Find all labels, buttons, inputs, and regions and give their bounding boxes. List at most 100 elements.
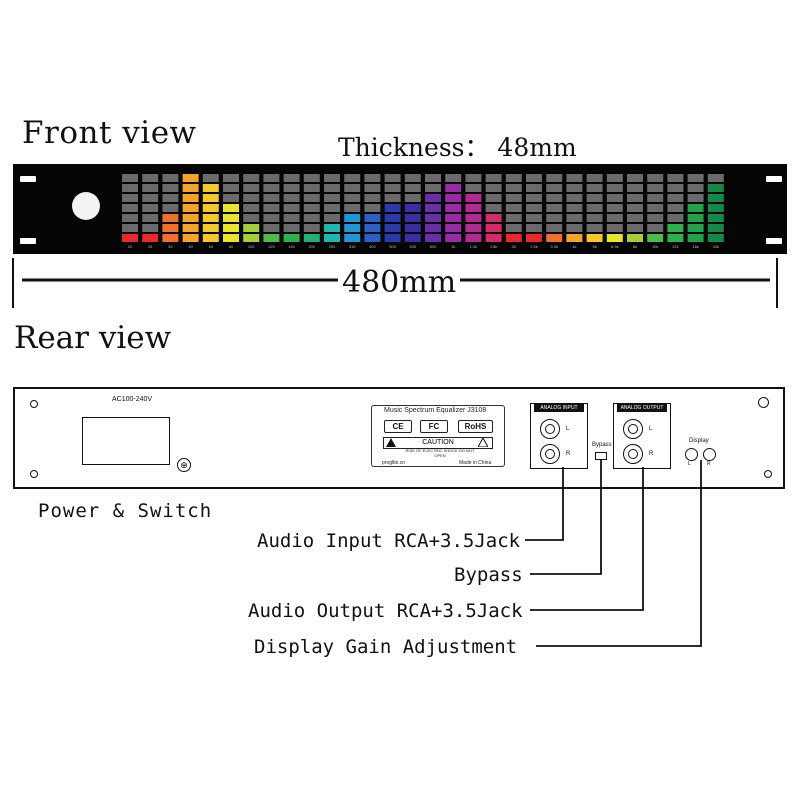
spectrum-segment [505, 184, 522, 192]
rack-slot [20, 176, 36, 182]
spectrum-segment [182, 224, 199, 232]
analog-input-block [530, 403, 588, 469]
frequency-label: 800 [429, 244, 437, 249]
spectrum-segment [344, 184, 361, 192]
spectrum-segment [505, 214, 522, 222]
spectrum-segment [182, 214, 199, 222]
spectrum-segment [142, 224, 159, 232]
input-jack-left[interactable] [540, 419, 560, 439]
spectrum-segment [243, 184, 260, 192]
spectrum-segment [505, 204, 522, 212]
spectrum-segment [647, 214, 664, 222]
frequency-label: 25 [147, 244, 153, 249]
spectrum-segment [324, 234, 340, 242]
input-jack-right[interactable] [540, 444, 560, 464]
bypass-callout: Bypass [454, 564, 523, 586]
channel-right-label: R [649, 451, 654, 457]
spectrum-display [122, 174, 724, 242]
spectrum-segment [243, 174, 260, 182]
spectrum-segment [283, 204, 300, 212]
spectrum-segment [162, 174, 179, 182]
spectrum-segment [627, 194, 643, 202]
frequency-label: 20 [127, 244, 133, 249]
analog-output-block [613, 403, 671, 469]
bypass-switch[interactable] [595, 452, 607, 460]
spectrum-segment [526, 214, 542, 222]
spectrum-segment [667, 214, 684, 222]
spectrum-segment [404, 174, 421, 182]
spectrum-segment [303, 174, 320, 182]
spectrum-segment [647, 234, 664, 242]
spectrum-segment [586, 194, 603, 202]
rack-slot [20, 238, 36, 244]
spectrum-segment [404, 214, 421, 222]
display-gain-knob-left[interactable] [685, 448, 698, 461]
spectrum-segment [606, 204, 623, 212]
fc-logo: FC [420, 420, 448, 433]
display-gain-callout: Display Gain Adjustment [254, 636, 518, 658]
spectrum-segment [667, 224, 684, 232]
spectrum-segment [344, 224, 361, 232]
spectrum-segment [122, 184, 138, 192]
spectrum-segment [586, 234, 603, 242]
frequency-label: 80 [228, 244, 234, 249]
output-jack-left[interactable] [623, 419, 643, 439]
spectrum-segment [526, 234, 542, 242]
channel-left-label: L [566, 426, 570, 432]
spectrum-segment [324, 184, 340, 192]
spectrum-segment [485, 214, 502, 222]
spectrum-segment [566, 224, 583, 232]
frequency-label: 160 [288, 244, 295, 249]
spectrum-segment [283, 214, 300, 222]
spectrum-segment [465, 214, 482, 222]
spectrum-segment [546, 234, 563, 242]
spectrum-segment [485, 194, 502, 202]
screw [30, 400, 38, 408]
spectrum-segment [485, 184, 502, 192]
spectrum-segment [303, 214, 320, 222]
spectrum-segment [566, 204, 583, 212]
output-jack-right[interactable] [623, 444, 643, 464]
spectrum-segment [687, 214, 704, 222]
front-knob [72, 192, 100, 220]
spectrum-segment [202, 204, 219, 212]
frequency-label: 5k [592, 244, 597, 249]
spectrum-segment [425, 184, 441, 192]
spectrum-segment [526, 224, 542, 232]
spectrum-segment [182, 204, 199, 212]
ac-voltage-label: AC100-240V [112, 396, 153, 403]
spectrum-segment [606, 224, 623, 232]
frequency-label: 3.2k [550, 244, 558, 249]
spectrum-segment [586, 224, 603, 232]
model-name: Music Spectrum Equalizer J3108 [384, 407, 487, 414]
spectrum-segment [283, 224, 300, 232]
spectrum-segment [465, 184, 482, 192]
website-label: proglite.cn [382, 460, 406, 466]
screw [764, 470, 772, 478]
spectrum-segment [364, 184, 381, 192]
spectrum-segment [505, 174, 522, 182]
spectrum-segment [142, 214, 159, 222]
spectrum-segment [303, 194, 320, 202]
spectrum-segment [283, 184, 300, 192]
channel-left-label: L [688, 461, 691, 467]
display-gain-knob-right[interactable] [703, 448, 716, 461]
spectrum-segment [627, 174, 643, 182]
spectrum-segment [223, 204, 239, 212]
thickness-label: Thickness： 48mm [338, 133, 577, 162]
spectrum-segment [223, 184, 239, 192]
frequency-label: 32 [168, 244, 173, 249]
rack-slot [766, 238, 782, 244]
spectrum-segment [404, 194, 421, 202]
spectrum-segment [344, 234, 361, 242]
spectrum-segment [566, 234, 583, 242]
rohs-logo: RoHS [458, 420, 493, 433]
spectrum-segment [445, 204, 462, 212]
front-view-title: Front view [22, 115, 197, 151]
spectrum-segment [606, 174, 623, 182]
channel-right-label: R [566, 451, 571, 457]
spectrum-segment [687, 174, 704, 182]
spectrum-segment [324, 194, 340, 202]
spectrum-segment [546, 194, 563, 202]
